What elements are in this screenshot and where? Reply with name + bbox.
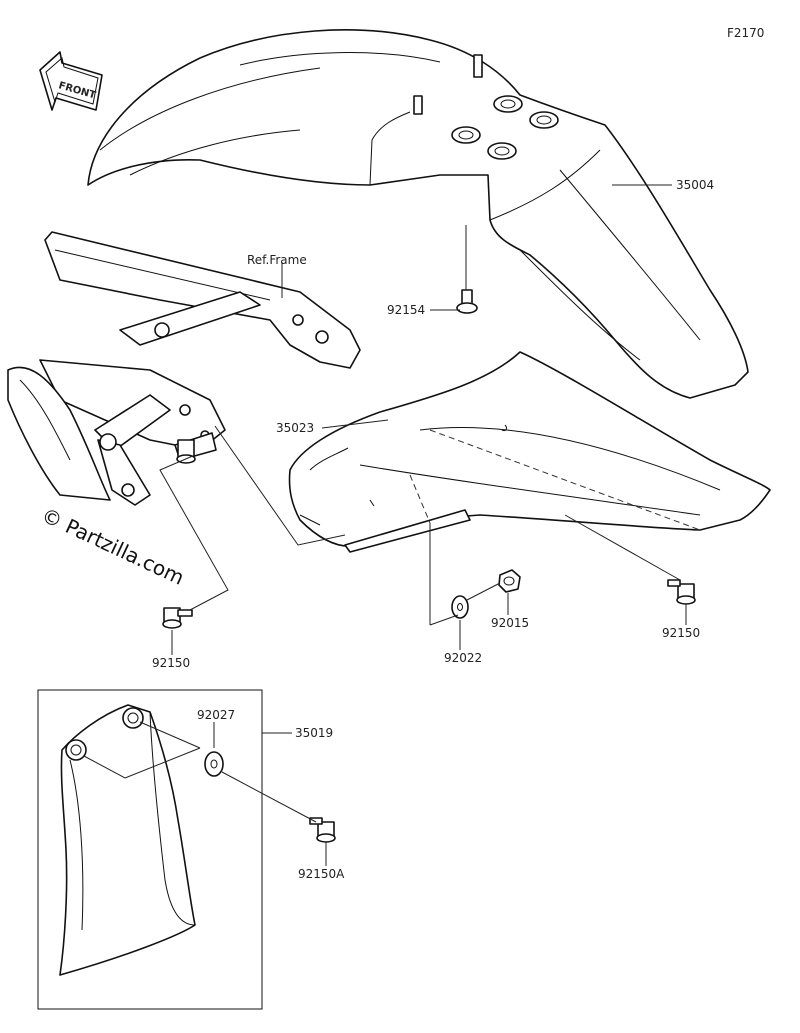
front-fender-35004	[87, 29, 749, 399]
bolt-92150-left-icon	[162, 607, 193, 629]
nut-92015-icon	[498, 569, 521, 593]
bolt-frame-icon	[176, 439, 196, 464]
part-label-92154[interactable]: 92154	[387, 303, 425, 317]
shroud-35019	[59, 704, 196, 976]
ref-frame-label: Ref.Frame	[247, 253, 307, 267]
bolt-92150-right-icon	[667, 579, 696, 605]
frame-reference	[7, 231, 361, 506]
figure-code: F2170	[727, 26, 764, 40]
part-label-92150A[interactable]: 92150A	[298, 867, 345, 881]
front-arrow-icon: FRONT	[39, 51, 103, 111]
part-label-92150-left[interactable]: 92150	[152, 656, 190, 670]
part-label-35019[interactable]: 35019	[295, 726, 333, 740]
rear-fender-35023	[288, 351, 771, 553]
leader-lines	[83, 184, 701, 866]
washer-92022-icon	[451, 595, 469, 619]
part-label-92027[interactable]: 92027	[197, 708, 235, 722]
watermark: © Partzilla.com	[38, 503, 188, 590]
part-label-35004[interactable]: 35004	[676, 178, 714, 192]
bolt-92150A-icon	[309, 817, 336, 843]
part-label-92015[interactable]: 92015	[491, 616, 529, 630]
bolt-92154-icon	[456, 289, 478, 314]
part-label-92150-right[interactable]: 92150	[662, 626, 700, 640]
part-label-35023[interactable]: 35023	[276, 421, 314, 435]
grommet-92027-icon	[204, 751, 224, 777]
part-label-92022[interactable]: 92022	[444, 651, 482, 665]
inset-box-35019	[37, 689, 263, 1010]
